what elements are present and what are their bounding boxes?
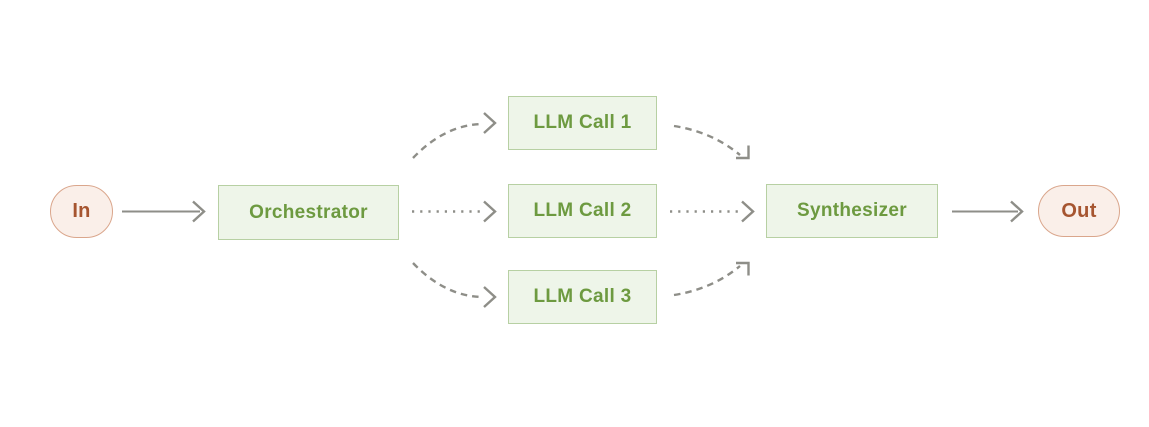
edge-orchestrator-to-llm3: [412, 262, 497, 308]
node-llm-call-2: LLM Call 2: [508, 184, 657, 238]
node-llm-call-1: LLM Call 1: [508, 96, 657, 150]
node-llm-call-3-label: LLM Call 3: [533, 286, 632, 307]
edge-llm3-to-synthesizer: [673, 261, 750, 297]
node-out: Out: [1038, 185, 1120, 237]
edge-orchestrator-to-llm1: [412, 112, 497, 159]
edge-orchestrator-to-llm2: [412, 200, 497, 223]
edge-llm1-to-synthesizer: [673, 124, 750, 160]
node-in: In: [50, 185, 113, 238]
node-orchestrator: Orchestrator: [218, 185, 399, 240]
node-llm-call-3: LLM Call 3: [508, 270, 657, 324]
node-in-label: In: [72, 200, 91, 222]
node-synthesizer: Synthesizer: [766, 184, 938, 238]
node-synthesizer-label: Synthesizer: [797, 200, 907, 221]
node-out-label: Out: [1061, 199, 1097, 222]
node-llm-call-2-label: LLM Call 2: [533, 200, 632, 221]
edge-synthesizer-to-out: [952, 200, 1024, 223]
node-llm-call-1-label: LLM Call 1: [533, 112, 632, 133]
edge-llm2-to-synthesizer: [670, 200, 755, 223]
node-orchestrator-label: Orchestrator: [249, 201, 368, 223]
edge-in-to-orchestrator: [122, 200, 206, 223]
